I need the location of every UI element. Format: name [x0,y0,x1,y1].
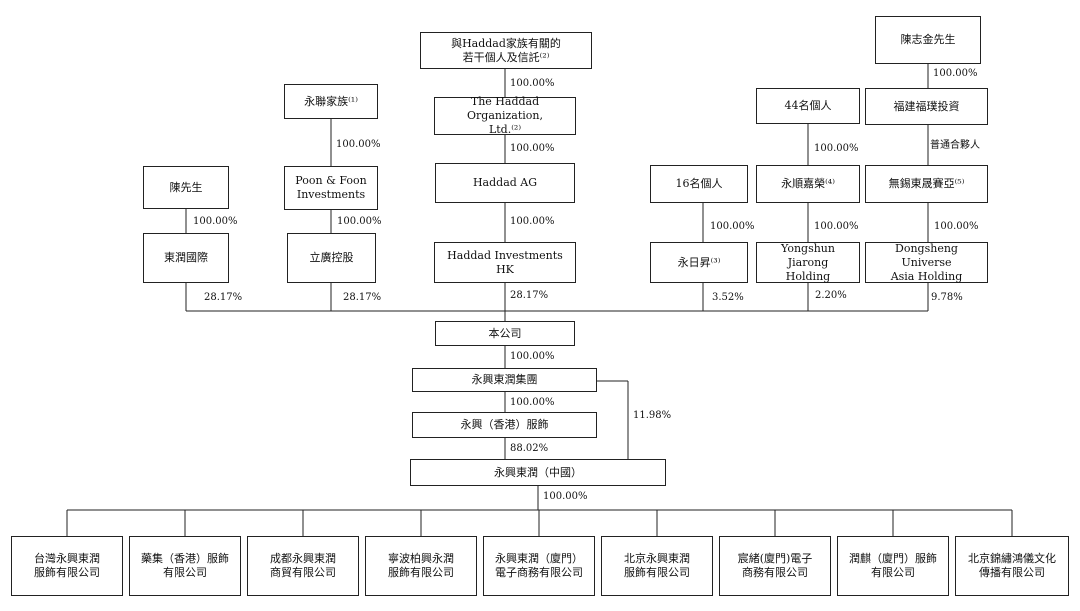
entity-label: 永順嘉榮⁽⁴⁾ [781,177,835,190]
entity-company: 本公司 [435,321,575,346]
pct-company-group: 100.00% [510,351,555,362]
pct-16-yongri: 100.00% [710,221,755,232]
entity-label: 藥集（香港）服飾 有限公司 [141,552,229,579]
entity-label: Dongsheng Universe Asia Holding [890,241,963,283]
entity-label: 東潤國際 [164,251,208,264]
subsidiary-6: 北京永興東潤 服飾有限公司 [601,536,713,596]
pct-fujian-wuxi: 普通合夥人 [930,140,980,151]
pct-hk-china: 88.02% [510,443,549,454]
pct-yonglian-poon: 100.00% [336,139,381,150]
entity-label: 16名個人 [675,177,723,190]
entity-haddad-ag: Haddad AG [435,163,575,203]
entity-label: 陳志金先生 [900,33,956,46]
entity-label: The Haddad Organization, Ltd.⁽²⁾ [467,95,543,136]
entity-label: 台灣永興東潤 服飾有限公司 [34,552,100,579]
subsidiary-4: 寧波柏興永潤 服飾有限公司 [365,536,477,596]
entity-group: 永興東潤集團 [412,368,597,392]
entity-label: 永聯家族⁽¹⁾ [304,94,358,108]
pct-yongri-company: 3.52% [712,292,744,303]
entity-label: 成都永興東潤 商貿有限公司 [270,552,336,579]
entity-label: 北京錦繡鴻儀文化 傳播有限公司 [968,552,1056,579]
pct-haddad-family-org: 100.00% [510,78,555,89]
pct-haddadhk-company: 28.17% [510,290,549,301]
pct-wuxi-dongsheng: 100.00% [934,221,979,232]
pct-ag-hk: 100.00% [510,216,555,227]
pct-org-ag: 100.00% [510,143,555,154]
entity-liguang: 立廣控股 [287,233,376,283]
pct-group-hk: 100.00% [510,397,555,408]
entity-yongshun-holding: Yongshun Jiarong Holding [756,242,860,283]
pct-dongrun-company: 28.17% [204,292,243,303]
entity-label: 永日昇⁽³⁾ [677,255,721,269]
entity-label: 宸緒(廈門)電子 商務有限公司 [737,552,813,579]
entity-label: 立廣控股 [309,251,354,264]
entity-label: 潤麒（廈門）服飾 有限公司 [849,552,937,579]
entity-16-persons: 16名個人 [650,165,748,203]
entity-yonglian-family: 永聯家族⁽¹⁾ [284,84,378,119]
pct-dongsheng-company: 9.78% [931,292,963,303]
entity-fujian: 福建福璞投資 [865,88,988,125]
entity-dongsheng-holding: Dongsheng Universe Asia Holding [865,242,988,283]
entity-label: 永興東潤集團 [471,373,538,386]
entity-label: Haddad AG [472,176,538,189]
pct-poon-liguang: 100.00% [337,216,382,227]
entity-poon-foon: Poon & Foon Investments [284,166,378,210]
entity-label: 本公司 [488,326,522,340]
entity-label: 與Haddad家族有關的 若干個人及信託⁽²⁾ [451,36,561,64]
entity-label: 永興（香港）服飾 [460,418,549,431]
entity-label: 無錫東晟賽亞⁽⁵⁾ [888,177,965,190]
entity-label: Poon & Foon Investments [295,174,367,201]
subsidiary-9: 北京錦繡鴻儀文化 傳播有限公司 [955,536,1069,596]
entity-label: 寧波柏興永潤 服飾有限公司 [388,552,454,579]
entity-hk-apparel: 永興（香港）服飾 [412,412,597,438]
entity-haddad-org: The Haddad Organization, Ltd.⁽²⁾ [434,95,576,136]
entity-mr-chan: 陳先生 [143,166,229,209]
pct-mrchan-dongrun: 100.00% [193,216,238,227]
subsidiary-3: 成都永興東潤 商貿有限公司 [247,536,359,596]
entity-chan-mr: 陳志金先生 [875,16,981,64]
entity-label: 44名個人 [784,99,832,112]
pct-44-yongshun: 100.00% [814,143,859,154]
entity-china: 永興東潤（中國） [410,459,666,486]
entity-dongrun-intl: 東潤國際 [143,233,229,283]
entity-label: 陳先生 [169,180,203,194]
entity-label: 福建福璞投資 [893,99,960,113]
entity-haddad-family: 與Haddad家族有關的 若干個人及信託⁽²⁾ [420,32,592,69]
entity-label: 北京永興東潤 服飾有限公司 [624,552,690,579]
subsidiary-5: 永興東潤（廈門） 電子商務有限公司 [483,536,595,596]
subsidiary-2: 藥集（香港）服飾 有限公司 [129,536,241,596]
entity-label: Yongshun Jiarong Holding [781,241,835,283]
pct-yongshunholding-company: 2.20% [815,290,847,301]
entity-label: 永興東潤（中國） [494,465,582,479]
subsidiary-7: 宸緒(廈門)電子 商務有限公司 [719,536,831,596]
entity-44-persons: 44名個人 [756,88,860,124]
pct-chan-fujian: 100.00% [933,68,978,79]
entity-label: 永興東潤（廈門） 電子商務有限公司 [495,552,583,579]
subsidiary-8: 潤麒（廈門）服飾 有限公司 [837,536,949,596]
pct-china-subs: 100.00% [543,491,588,502]
pct-liguang-company: 28.17% [343,292,382,303]
entity-yongrisheng: 永日昇⁽³⁾ [650,242,748,283]
entity-wuxi: 無錫東晟賽亞⁽⁵⁾ [865,165,988,203]
pct-yongshun-holding: 100.00% [814,221,859,232]
entity-label: Haddad Investments HK [447,248,563,276]
entity-yongshun: 永順嘉榮⁽⁴⁾ [756,165,860,203]
pct-group-china: 11.98% [633,410,672,421]
subsidiary-1: 台灣永興東潤 服飾有限公司 [11,536,123,596]
entity-haddad-hk: Haddad Investments HK [434,242,576,283]
